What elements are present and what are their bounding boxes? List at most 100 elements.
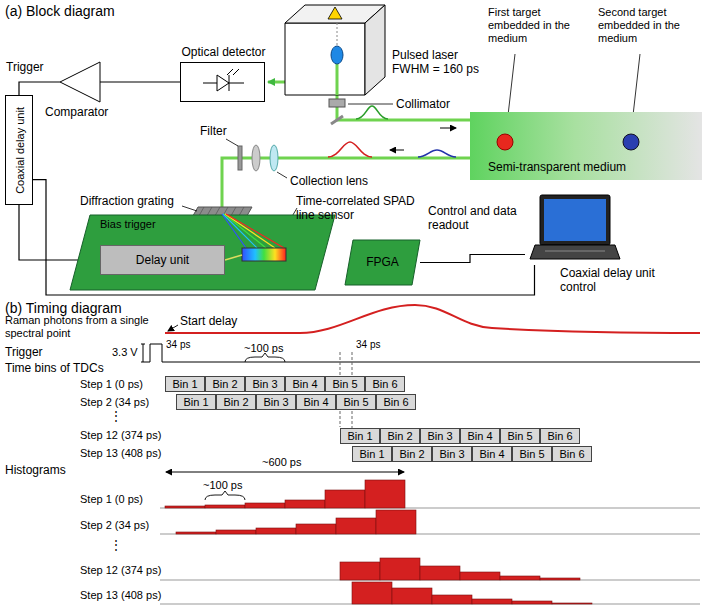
node-text: Bin 2 (387, 430, 412, 443)
pulse (418, 150, 456, 157)
histogram-bar (176, 532, 216, 534)
histogram-bar (472, 599, 512, 604)
step-marker (340, 352, 341, 375)
timing-curve (165, 305, 700, 333)
panel-title: (a) Block diagram (5, 3, 115, 19)
trigger-signal (143, 344, 144, 362)
step-label: Step 13 (408 ps) (80, 589, 161, 602)
step-marker (352, 352, 353, 375)
histogram-bar (245, 503, 285, 508)
light-beam (268, 81, 287, 84)
comparator: Comparator (60, 62, 100, 102)
part-label: Collimator (396, 97, 450, 111)
node-text: Bin 5 (507, 430, 532, 443)
trigger-signal (141, 344, 145, 345)
wire (33, 180, 535, 295)
pulsed-laser: Pulsed laser FWHM = 160 ps (285, 5, 385, 95)
leader-line (277, 172, 287, 178)
shape-outline (336, 64, 339, 95)
dimension: 34 ps (166, 339, 190, 351)
node-text: Bin 3 (427, 430, 452, 443)
shape-outline (60, 62, 100, 102)
histogram-bar (420, 566, 460, 580)
timing-curve (165, 305, 700, 333)
laptop: Coaxial delay unit control (525, 195, 620, 265)
fpga-board: FPGA (345, 240, 420, 285)
shape-outline (203, 69, 244, 91)
time-bin: Bin 6 (552, 446, 592, 462)
wire (19, 82, 60, 95)
trigger-signal (145, 344, 700, 362)
dimension: 3.3 V (112, 346, 138, 359)
shape-outline (623, 134, 639, 150)
shape-outline (222, 214, 284, 248)
ellipsis: ⋮ (110, 538, 122, 552)
shape-outline (70, 215, 335, 290)
shape-outline (530, 245, 620, 259)
node-text: Bin 5 (519, 448, 544, 461)
node-text: Bin 6 (559, 448, 584, 461)
histogram-bar (256, 528, 296, 534)
optics (252, 145, 260, 171)
time-bin: Bin 4 (460, 428, 500, 444)
histogram-bar (325, 490, 365, 508)
part-label: Collection lens (290, 174, 368, 188)
annotation: Start delay (180, 314, 237, 328)
pulse (356, 106, 388, 119)
node-text: Bin 1 (347, 430, 372, 443)
time-bin: Bin 1 (352, 446, 392, 462)
step-label: Step 2 (34 ps) (80, 396, 149, 409)
step-label: Step 13 (408 ps) (80, 447, 161, 460)
node-text: Bin 3 (263, 396, 288, 409)
shape-outline (233, 69, 239, 75)
coaxial-delay-unit: Coaxial delay unit (5, 95, 33, 205)
histogram-bar (165, 480, 592, 604)
histogram-axis (166, 472, 404, 473)
node-text: Delay unit (136, 253, 189, 267)
shape-outline (226, 214, 284, 248)
histogram-bar (285, 500, 325, 508)
axis-label: Raman photons from a single spectral poi… (5, 314, 155, 340)
histogram-bar (376, 510, 416, 534)
histogram-bar (512, 601, 552, 604)
node-text: Bin 2 (399, 448, 424, 461)
shape-outline (223, 214, 257, 248)
shape-outline (540, 195, 610, 245)
leader-line (182, 206, 197, 211)
node-text: Bin 4 (467, 430, 492, 443)
shape-outline (497, 134, 513, 150)
pulse (328, 142, 372, 157)
node-text: Bin 6 (547, 430, 572, 443)
pulse (390, 150, 404, 151)
axis-label: Time bins of TDCs (5, 361, 104, 375)
histogram-bar (352, 582, 392, 604)
shape-outline (544, 199, 606, 241)
time-bin: Bin 3 (420, 428, 460, 444)
time-bin: Bin 5 (325, 376, 365, 392)
step-label: Step 12 (374 ps) (80, 429, 161, 442)
pcb-board: Bias triggerDelay unit (70, 215, 335, 290)
node-text: Optical detector (171, 45, 276, 59)
trigger-signal (141, 362, 145, 363)
time-bin: Bin 3 (256, 394, 296, 410)
node-text: Bin 6 (383, 396, 408, 409)
panel-title: (b) Timing diagram (5, 300, 122, 316)
time-bin: Bin 5 (512, 446, 552, 462)
leader-line (348, 104, 393, 105)
histogram-bar (552, 603, 592, 604)
delay-unit: Delay unit (100, 245, 225, 275)
optics (238, 146, 242, 170)
optics (331, 116, 343, 124)
optics (329, 99, 345, 107)
shape-outline (470, 112, 702, 180)
leader-line (226, 139, 238, 146)
shape-outline (60, 62, 100, 102)
time-bin: Bin 2 (205, 376, 245, 392)
time-bin: Bin 3 (245, 376, 285, 392)
time-bin: Bin 1 (165, 376, 205, 392)
histogram-bar (296, 524, 336, 534)
optics (270, 145, 278, 171)
time-bin: Bin 5 (500, 428, 540, 444)
step-marker (340, 411, 341, 427)
